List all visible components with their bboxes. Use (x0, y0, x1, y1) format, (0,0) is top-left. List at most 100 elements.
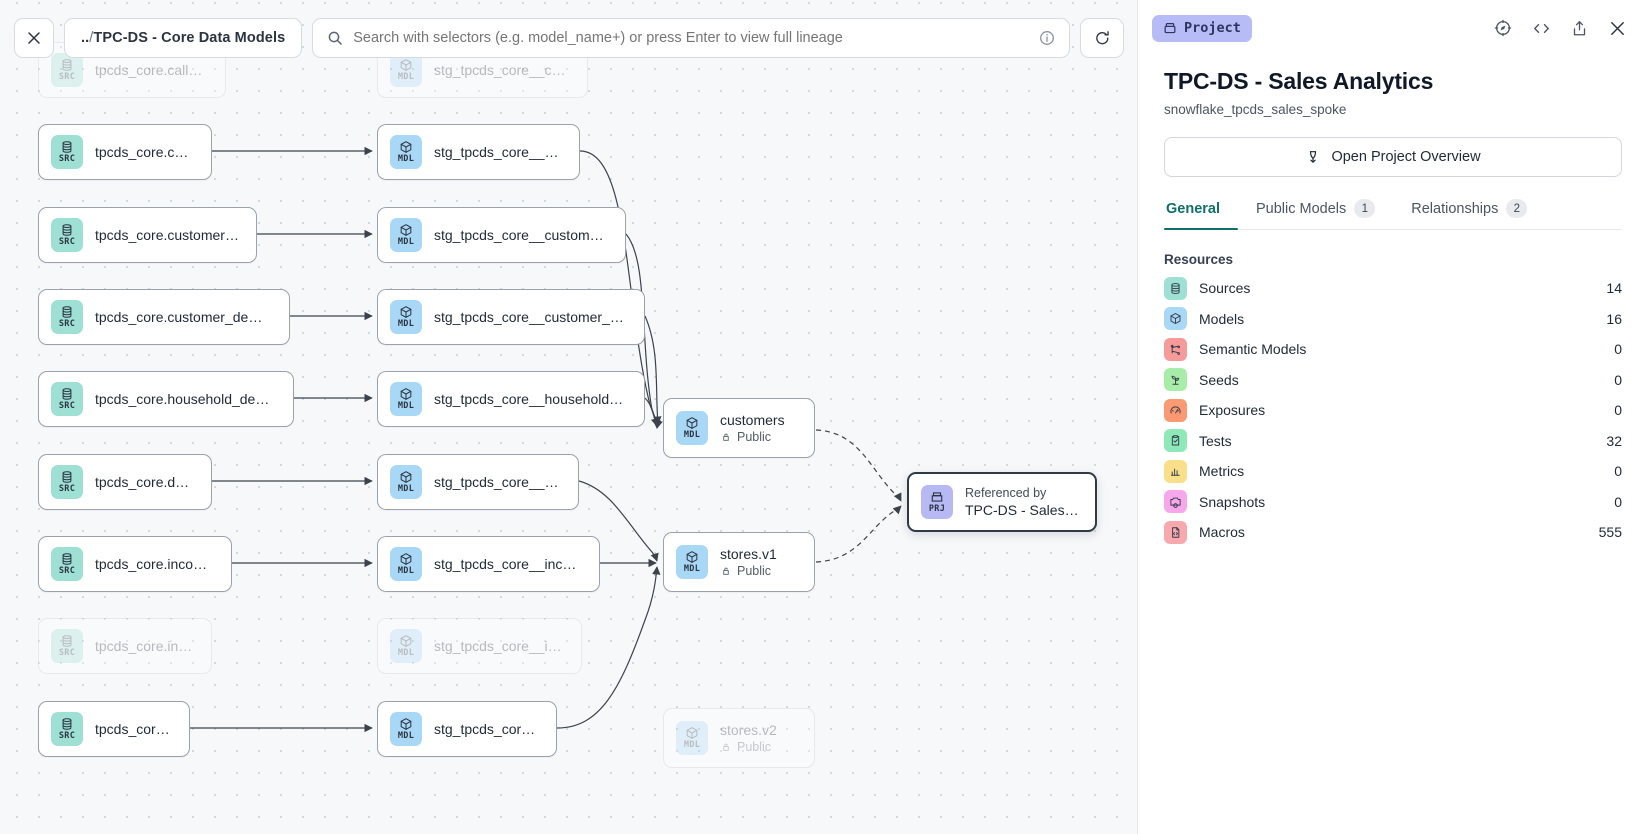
badge-label: MDL (683, 564, 701, 575)
node-text: stg_tpcds_core__store (434, 721, 540, 737)
close-panel-icon[interactable] (1602, 13, 1632, 43)
src-badge: SRC (51, 629, 83, 663)
resource-label: Seeds (1199, 371, 1239, 388)
search-input[interactable] (353, 30, 1029, 46)
tab-label: Relationships (1411, 200, 1499, 217)
cube-icon (399, 552, 413, 566)
lineage-node-mdl_store[interactable]: MDL stg_tpcds_core__store (377, 701, 557, 757)
lineage-canvas[interactable]: .. / TPC-DS - Core Data Models (0, 0, 1138, 834)
pill-label: Project (1184, 20, 1241, 36)
node-text: stg_tpcds_core__household_demogr… (434, 391, 628, 407)
resource-row-macros[interactable]: Macros 555 (1164, 517, 1622, 548)
tab-relationships[interactable]: Relationships 2 (1393, 199, 1545, 229)
node-text: tpcds_core.customer (95, 144, 195, 160)
breadcrumb[interactable]: .. / TPC-DS - Core Data Models (64, 18, 303, 58)
tab-count-badge: 2 (1506, 199, 1528, 218)
close-lineage-button[interactable] (14, 18, 54, 58)
tab-general[interactable]: General (1164, 199, 1238, 230)
node-label: tpcds_core.customer_demographics (95, 309, 273, 325)
resource-count: 0 (1614, 341, 1622, 358)
node-label: stg_tpcds_core__customer (434, 144, 563, 160)
node-text: stg_tpcds_core__customer (434, 144, 563, 160)
resource-label: Macros (1199, 524, 1245, 541)
resource-count: 555 (1598, 524, 1622, 541)
resource-row-tests[interactable]: Tests 32 (1164, 426, 1622, 457)
tab-count-badge: 1 (1354, 199, 1376, 218)
info-circle-icon[interactable] (1039, 30, 1055, 46)
cube-icon (399, 140, 413, 154)
node-text: tpcds_core.inventory (95, 638, 195, 654)
database-icon (1164, 276, 1187, 300)
src-badge: SRC (51, 382, 83, 416)
badge-label: PRJ (928, 504, 946, 515)
tab-label: Public Models (1256, 200, 1347, 217)
resource-label: Tests (1199, 432, 1232, 449)
mdl-badge: MDL (676, 545, 708, 579)
lineage-node-src_hh_demo[interactable]: SRC tpcds_core.household_demographics (38, 371, 294, 427)
cube-icon (685, 726, 699, 740)
mdl-badge: MDL (390, 135, 422, 169)
badge-label: SRC (58, 319, 76, 330)
lineage-node-src_cust_demo[interactable]: SRC tpcds_core.customer_demographics (38, 289, 290, 345)
compass-icon[interactable] (1488, 13, 1518, 43)
refresh-button[interactable] (1080, 18, 1124, 58)
badge-label: MDL (397, 566, 415, 577)
node-text: tpcds_core.customer_address (95, 227, 240, 243)
rocket-icon (1305, 149, 1321, 165)
search-bar[interactable] (312, 18, 1070, 58)
tab-public-models[interactable]: Public Models 1 (1238, 199, 1393, 229)
database-icon (60, 387, 74, 401)
database-icon (60, 140, 74, 154)
cube-icon (1164, 307, 1187, 331)
resource-row-seeds[interactable]: Seeds 0 (1164, 365, 1622, 396)
node-label: tpcds_core.store (95, 721, 173, 737)
detail-panel: Project (1138, 0, 1648, 834)
src-badge: SRC (51, 547, 83, 581)
resource-count: 0 (1614, 371, 1622, 388)
node-label: stg_tpcds_core__date_dim (434, 474, 562, 490)
resource-label: Sources (1199, 280, 1251, 297)
mdl-badge: MDL (390, 300, 422, 334)
lineage-node-mdl_cust_demo[interactable]: MDL stg_tpcds_core__customer_demogra… (377, 289, 645, 345)
camera-icon (1164, 490, 1187, 514)
lineage-node-mdl_customer[interactable]: MDL stg_tpcds_core__customer (377, 124, 580, 180)
lineage-node-mdl_hh_demo[interactable]: MDLstg_tpcds_core__household_demogr… (377, 371, 645, 427)
badge-label: SRC (58, 484, 76, 495)
open-project-overview-button[interactable]: Open Project Overview (1164, 137, 1622, 177)
prj-badge: PRJ (921, 485, 953, 519)
node-label: tpcds_core.household_demographics (95, 391, 277, 407)
resource-count: 32 (1606, 432, 1622, 449)
cube-icon (399, 223, 413, 237)
mdl-badge: MDL (390, 712, 422, 746)
database-icon (60, 717, 74, 731)
database-icon (60, 58, 74, 72)
share-icon[interactable] (1564, 13, 1594, 43)
bar-chart-icon (1164, 459, 1187, 483)
node-label: stg_tpcds_core__customer_demogra… (434, 309, 628, 325)
lineage-node-src_inventory[interactable]: SRC tpcds_core.inventory (38, 618, 212, 674)
code-icon[interactable] (1526, 13, 1556, 43)
node-text: stg_tpcds_core__inventory (434, 638, 565, 654)
node-label: stg_tpcds_core__store (434, 721, 540, 737)
resource-label: Exposures (1199, 402, 1266, 419)
